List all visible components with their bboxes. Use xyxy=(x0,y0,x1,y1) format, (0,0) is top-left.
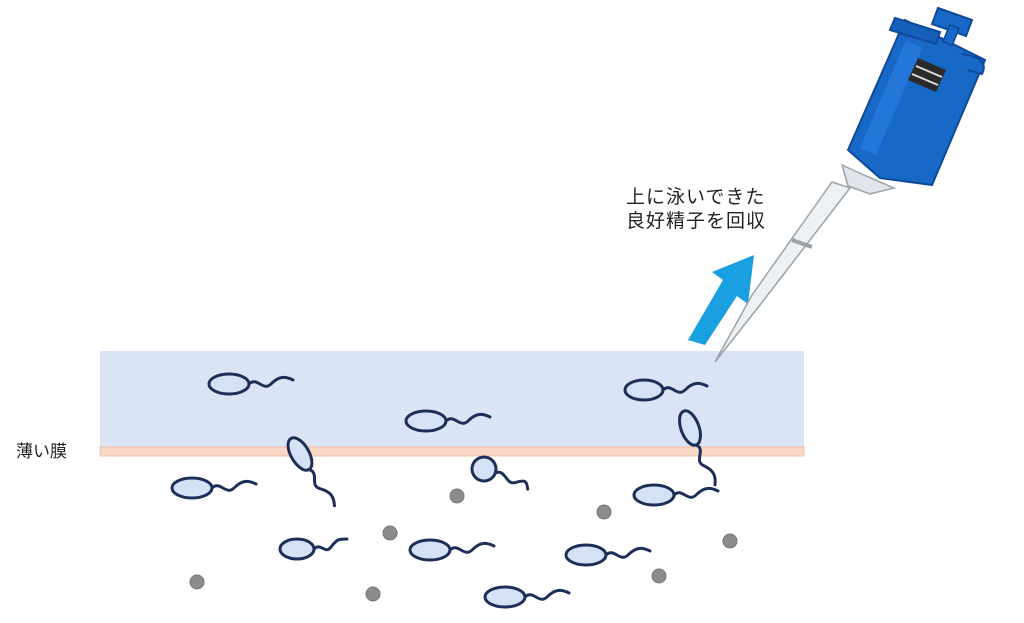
debris-particle xyxy=(651,568,667,584)
sperm-cell xyxy=(408,538,496,562)
thin-membrane xyxy=(99,446,805,457)
sperm-cell xyxy=(632,483,720,507)
sperm-cell xyxy=(278,537,349,561)
debris-particle xyxy=(596,504,612,520)
collect-label: 上に泳いできた 良好精子を回収 xyxy=(626,185,766,233)
pipette-icon xyxy=(714,6,987,363)
collect-label-line2: 良好精子を回収 xyxy=(626,210,767,232)
collect-label-line1: 上に泳いできた xyxy=(626,186,766,208)
sperm-cell xyxy=(404,409,492,433)
debris-particle xyxy=(449,488,465,504)
sperm-cell xyxy=(170,476,258,500)
debris-particle xyxy=(382,525,398,541)
sperm-cell xyxy=(623,378,709,402)
sperm-cell xyxy=(678,409,717,487)
debris-particle xyxy=(189,574,205,590)
debris-particle xyxy=(722,533,738,549)
up-arrow-icon xyxy=(688,255,754,345)
sperm-cell xyxy=(470,455,530,491)
debris-particle xyxy=(365,586,381,602)
sperm-cell xyxy=(564,543,652,567)
sperm-cells xyxy=(170,372,720,609)
sperm-cell xyxy=(286,436,336,508)
debris-particles xyxy=(189,488,738,602)
sperm-cell xyxy=(483,585,571,609)
membrane-label: 薄い膜 xyxy=(16,442,67,462)
sperm-cell xyxy=(207,372,295,396)
